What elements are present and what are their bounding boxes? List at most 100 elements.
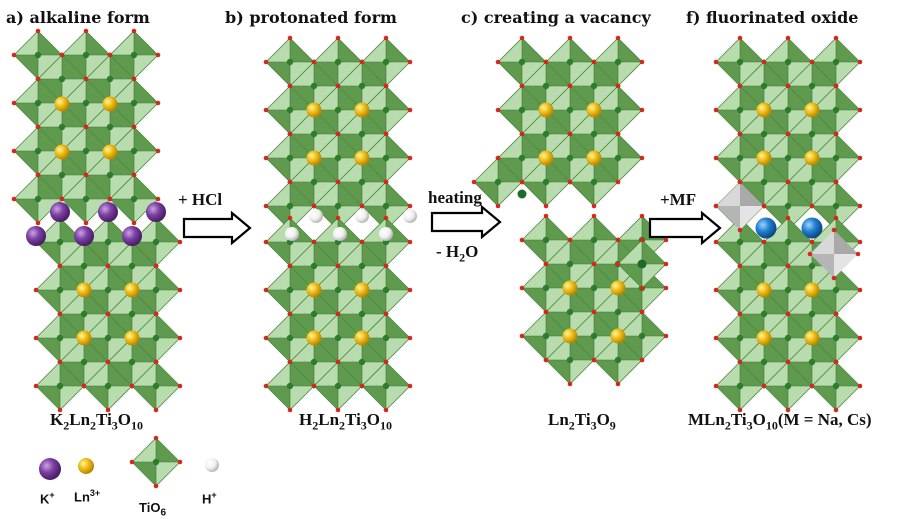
oxygen-atom	[33, 383, 39, 389]
oxygen-atom	[263, 383, 269, 389]
label-heating: heating	[428, 188, 482, 207]
oxygen-atom	[855, 251, 861, 257]
oxygen-atom	[615, 261, 621, 267]
ln-atom	[54, 96, 70, 112]
oxygen-atom	[263, 203, 269, 209]
oxygen-atom	[287, 179, 293, 185]
oxygen-atom	[287, 215, 293, 221]
oxygen-atom	[713, 239, 719, 245]
oxygen-atom	[57, 263, 63, 269]
vacancy-octahedron	[713, 179, 767, 233]
oxygen-atom	[809, 59, 815, 65]
ln-atom	[610, 280, 626, 296]
oxygen-atom	[833, 131, 839, 137]
oxygen-atom	[519, 237, 525, 243]
tio6-octahedron	[519, 155, 573, 209]
tio6-octahedron	[11, 172, 65, 226]
k-atom	[146, 202, 166, 222]
oxygen-atom	[383, 311, 389, 317]
oxygen-atom	[287, 359, 293, 365]
k-atom	[122, 226, 142, 246]
oxygen-atom	[495, 59, 501, 65]
oxygen-atom	[263, 335, 269, 341]
reaction-arrow	[182, 210, 252, 246]
oxygen-atom	[857, 203, 863, 209]
h-atom	[309, 209, 323, 223]
h-atom	[355, 209, 369, 223]
oxygen-atom	[177, 239, 183, 245]
oxygen-atom	[407, 155, 413, 161]
ln-atom	[124, 330, 140, 346]
oxygen-atom	[471, 179, 477, 185]
oxygen-atom	[153, 407, 159, 413]
panel-title-alkaline: a) alkaline form	[6, 8, 150, 27]
oxygen-atom	[615, 179, 621, 185]
oxygen-atom	[33, 287, 39, 293]
oxygen-atom	[153, 311, 159, 317]
oxygen-atom	[737, 359, 743, 365]
oxygen-atom	[105, 359, 111, 365]
oxygen-atom	[153, 483, 159, 489]
oxygen-atom	[407, 107, 413, 113]
oxygen-atom	[663, 285, 669, 291]
ln-atom	[538, 150, 554, 166]
tio6-octahedron	[107, 172, 161, 226]
h-atom	[285, 227, 299, 241]
oxygen-atom	[359, 203, 365, 209]
ln-atom	[804, 102, 820, 118]
oxygen-atom	[639, 237, 645, 243]
oxygen-atom	[761, 59, 767, 65]
k-atom	[98, 202, 118, 222]
oxygen-atom	[383, 263, 389, 269]
tio6-octahedron	[519, 213, 573, 267]
oxygen-atom	[155, 196, 161, 202]
oxygen-atom	[407, 59, 413, 65]
tio6-octahedron	[33, 359, 87, 413]
oxygen-atom	[737, 35, 743, 41]
h-atom	[379, 227, 393, 241]
oxygen-atom	[831, 227, 837, 233]
oxygen-atom	[407, 239, 413, 245]
oxygen-atom	[519, 179, 525, 185]
oxygen-atom	[83, 76, 89, 82]
oxygen-atom	[543, 59, 549, 65]
oxygen-atom	[35, 172, 41, 178]
oxygen-atom	[153, 435, 159, 441]
oxygen-atom	[35, 28, 41, 34]
oxygen-atom	[407, 383, 413, 389]
ln-atom	[538, 102, 554, 118]
oxygen-atom	[287, 83, 293, 89]
oxygen-atom	[857, 59, 863, 65]
oxygen-atom	[519, 131, 525, 137]
oxygen-atom	[287, 35, 293, 41]
reaction-arrow	[430, 204, 502, 240]
oxygen-atom	[153, 359, 159, 365]
ln-atom	[756, 150, 772, 166]
oxygen-atom	[335, 35, 341, 41]
oxygen-atom	[335, 83, 341, 89]
oxygen-atom	[809, 239, 815, 245]
tio6-octahedron	[615, 237, 669, 291]
oxygen-atom	[495, 155, 501, 161]
oxygen-atom	[407, 335, 413, 341]
oxygen-atom	[807, 251, 813, 257]
ln-atom	[562, 280, 578, 296]
oxygen-atom	[131, 172, 137, 178]
oxygen-atom	[713, 335, 719, 341]
oxygen-atom	[857, 155, 863, 161]
oxygen-atom	[335, 131, 341, 137]
oxygen-atom	[737, 311, 743, 317]
legend-ln-atom	[78, 458, 94, 474]
ln-atom	[756, 282, 772, 298]
oxygen-atom	[383, 407, 389, 413]
oxygen-atom	[591, 59, 597, 65]
tio6-octahedron	[713, 359, 767, 413]
arrows-layer	[182, 204, 722, 246]
oxygen-atom	[809, 203, 815, 209]
oxygen-atom	[639, 155, 645, 161]
ln-atom	[756, 330, 772, 346]
oxygen-atom	[785, 359, 791, 365]
oxygen-atom	[785, 35, 791, 41]
tio6-octahedron	[311, 359, 365, 413]
ln-atom	[804, 282, 820, 298]
